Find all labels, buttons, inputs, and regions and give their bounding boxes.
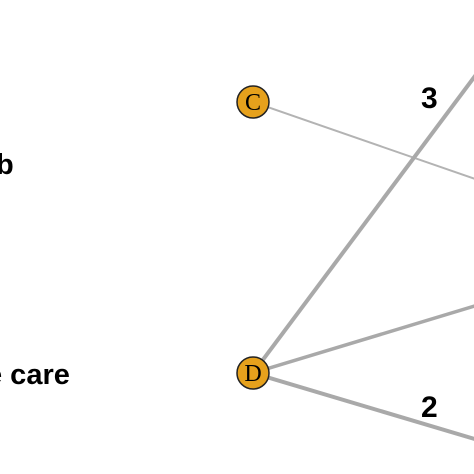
node-c-circle <box>236 85 270 119</box>
node-c[interactable]: C <box>236 85 270 119</box>
node-d-circle <box>236 356 270 390</box>
node-d-label: D <box>244 361 261 387</box>
edge-weight-label-3: 3 <box>421 82 438 115</box>
edge-c-right <box>252 101 474 180</box>
edge-d-top-right <box>251 74 474 375</box>
node-c-label: C <box>245 90 261 116</box>
node-d[interactable]: D <box>236 356 270 390</box>
edge-d-bottom-right <box>252 371 474 441</box>
category-label-bottom: e care <box>0 359 70 391</box>
edge-weight-label-2: 2 <box>421 391 438 424</box>
category-label-top: b <box>0 149 14 181</box>
edge-d-middle-right <box>252 304 474 375</box>
